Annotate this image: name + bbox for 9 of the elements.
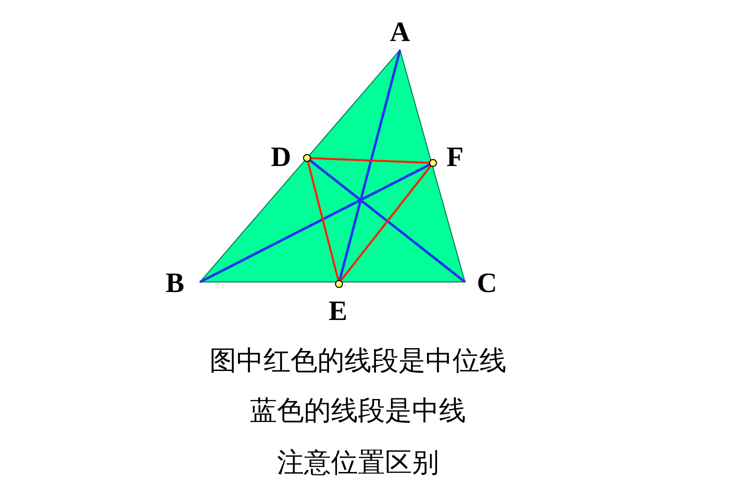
note-text: 注意位置区别	[277, 450, 439, 476]
point-label: C	[476, 270, 498, 298]
point-label: F	[446, 144, 464, 172]
point-label: D	[270, 144, 292, 172]
point-label: E	[328, 298, 348, 326]
note-text: 蓝色的线段是中线	[250, 398, 466, 424]
point-label: B	[166, 270, 184, 298]
note-text: 图中红色的线段是中位线	[210, 348, 506, 374]
point-label: A	[390, 19, 410, 47]
